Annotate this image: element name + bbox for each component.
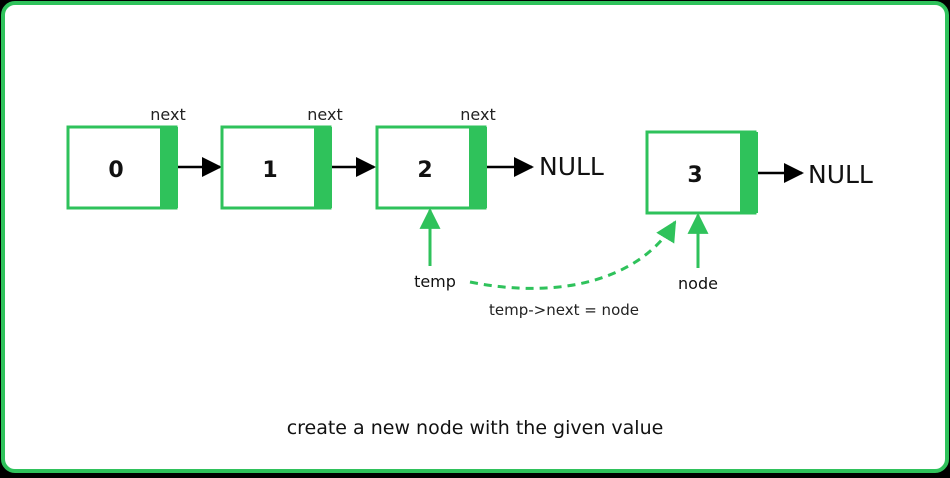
temp-label: temp <box>414 272 456 291</box>
next-pointer-cell <box>469 127 487 208</box>
null-label: NULL <box>539 152 604 181</box>
node-label: node <box>678 274 718 293</box>
next-pointer-cell <box>160 127 178 208</box>
caption: create a new node with the given value <box>287 417 664 439</box>
assignment-label: temp->next = node <box>489 301 639 319</box>
null-label: NULL <box>808 160 873 189</box>
next-label: next <box>460 105 495 124</box>
link-dashed-arrow <box>469 220 677 290</box>
node-value: 3 <box>687 163 702 188</box>
list-node-0: 0 <box>66 125 178 210</box>
list-node-1: 1 <box>220 125 332 210</box>
next-pointer-cell <box>740 132 758 213</box>
node-value: 2 <box>417 158 432 183</box>
list-node-2: 2 <box>375 125 487 210</box>
next-label: next <box>307 105 342 124</box>
node-value: 0 <box>108 158 123 183</box>
list-node-3: 3 <box>645 130 758 215</box>
next-label: next <box>150 105 185 124</box>
node-value: 1 <box>262 158 277 183</box>
next-pointer-cell <box>314 127 332 208</box>
